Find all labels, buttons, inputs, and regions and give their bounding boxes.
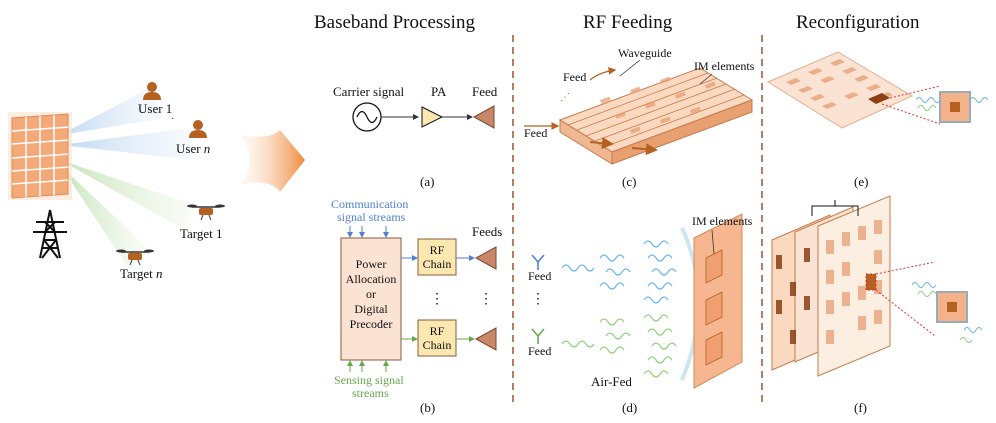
ellipsis-vertical: ⋮ [531,292,545,307]
caption-e: (e) [854,174,868,189]
target-1-label: Target 1 [180,226,223,241]
ellipsis: · [171,114,174,125]
rf-chain-2-line1: RF [430,324,445,338]
ellipsis-vertical: ⋮ [430,292,444,307]
ellipsis-vertical: ⋮ [479,292,493,307]
feed-label: Feed [472,84,498,99]
selected-element [868,93,890,104]
big-arrow-icon [240,130,305,192]
precoder-block [340,237,402,361]
beam-target-1 [60,160,195,230]
antenna-array [11,113,69,199]
user-icon [189,120,207,138]
sense-waves [561,314,677,378]
header-baseband-processing: Baseband Processing [314,12,475,33]
pa-label: PA [431,84,447,99]
selected-element [865,273,877,291]
amplifier-icon [421,106,444,128]
panel-b: Communication signal streams Power Alloc… [331,197,502,415]
im-elements-label-c: IM elements [694,59,755,73]
caption-c: (c) [622,174,636,189]
comm-waves [561,240,677,304]
horn-antenna-icon [474,327,497,351]
user-n-label: User n [176,141,210,156]
caption-f: (f) [854,400,867,415]
waveguide-label: Waveguide [618,46,672,60]
sensing-streams-line1: Sensing signal [334,373,404,387]
sensing-streams-line2: streams [352,386,389,400]
precoder-line4: Digital [354,302,388,316]
caption-a: (a) [420,174,434,189]
element-zoom-f [936,291,968,323]
target-n-label: Target n [120,266,163,281]
scene-left: User 1 User n · Target 1 Target n [8,82,305,281]
header-rf-feeding: RF Feeding [583,12,673,33]
rf-chain-1-line1: RF [430,243,445,257]
precoder-line2: Allocation [346,272,397,286]
comm-streams-line2: signal streams [337,210,406,224]
panel-c: Waveguide IM elements Feed ⋰ Feed (c) [524,46,755,189]
rf-chain-2-line2: Chain [423,338,452,352]
horn-antenna-icon [474,246,497,270]
precoder-line5: Precoder [350,317,393,331]
header-reconfiguration: Reconfiguration [796,12,920,33]
beam-target-n [60,165,150,270]
metasurface-layer-3 [817,195,891,377]
rf-chain-1-line2: Chain [423,257,452,271]
feed-top-label-c: Feed [563,70,586,84]
precoder-line1: Power [356,257,387,271]
feed-antenna-icon [531,254,545,270]
comm-streams-line1: Communication [331,197,408,211]
sense-input-arrows [347,360,389,372]
oscillator-icon [352,102,382,132]
caption-d: (d) [622,400,637,415]
drone-icon [116,249,154,266]
panel-d: IM elements Feed ⋮ Feed [528,213,753,415]
beam-user-n [60,128,195,160]
panel-a: Carrier signal PA Feed (a) [333,84,498,189]
rf-chain-2 [417,319,457,357]
feeds-label: Feeds [472,224,502,239]
beam-user-1 [60,88,165,135]
feed-bottom-label-d: Feed [528,344,551,358]
im-elements-label-d: IM elements [692,214,753,228]
horn-antenna-icon [472,105,495,129]
rf-chain-1 [417,238,457,276]
caption-b: (b) [420,400,435,415]
layer-brace [811,200,859,216]
precoder-line3: or [366,287,376,301]
feed-top-label-d: Feed [528,269,551,283]
carrier-signal-label: Carrier signal [333,84,405,99]
feed-antenna-icon [531,328,545,344]
feed-bottom-label-c: Feed [524,126,547,140]
comm-input-arrows [347,226,389,238]
waveguide-array [558,67,754,165]
air-fed-label: Air-Fed [591,374,632,389]
drone-icon [187,204,225,221]
panel-f: (f) [771,195,983,415]
panel-e: (e) [766,51,989,189]
transmission-tower-icon [33,209,67,259]
user-1-label: User 1 [138,101,172,116]
ellipsis: ⋰ [560,92,570,103]
metasurface-e [766,51,914,129]
user-icon [143,82,161,100]
